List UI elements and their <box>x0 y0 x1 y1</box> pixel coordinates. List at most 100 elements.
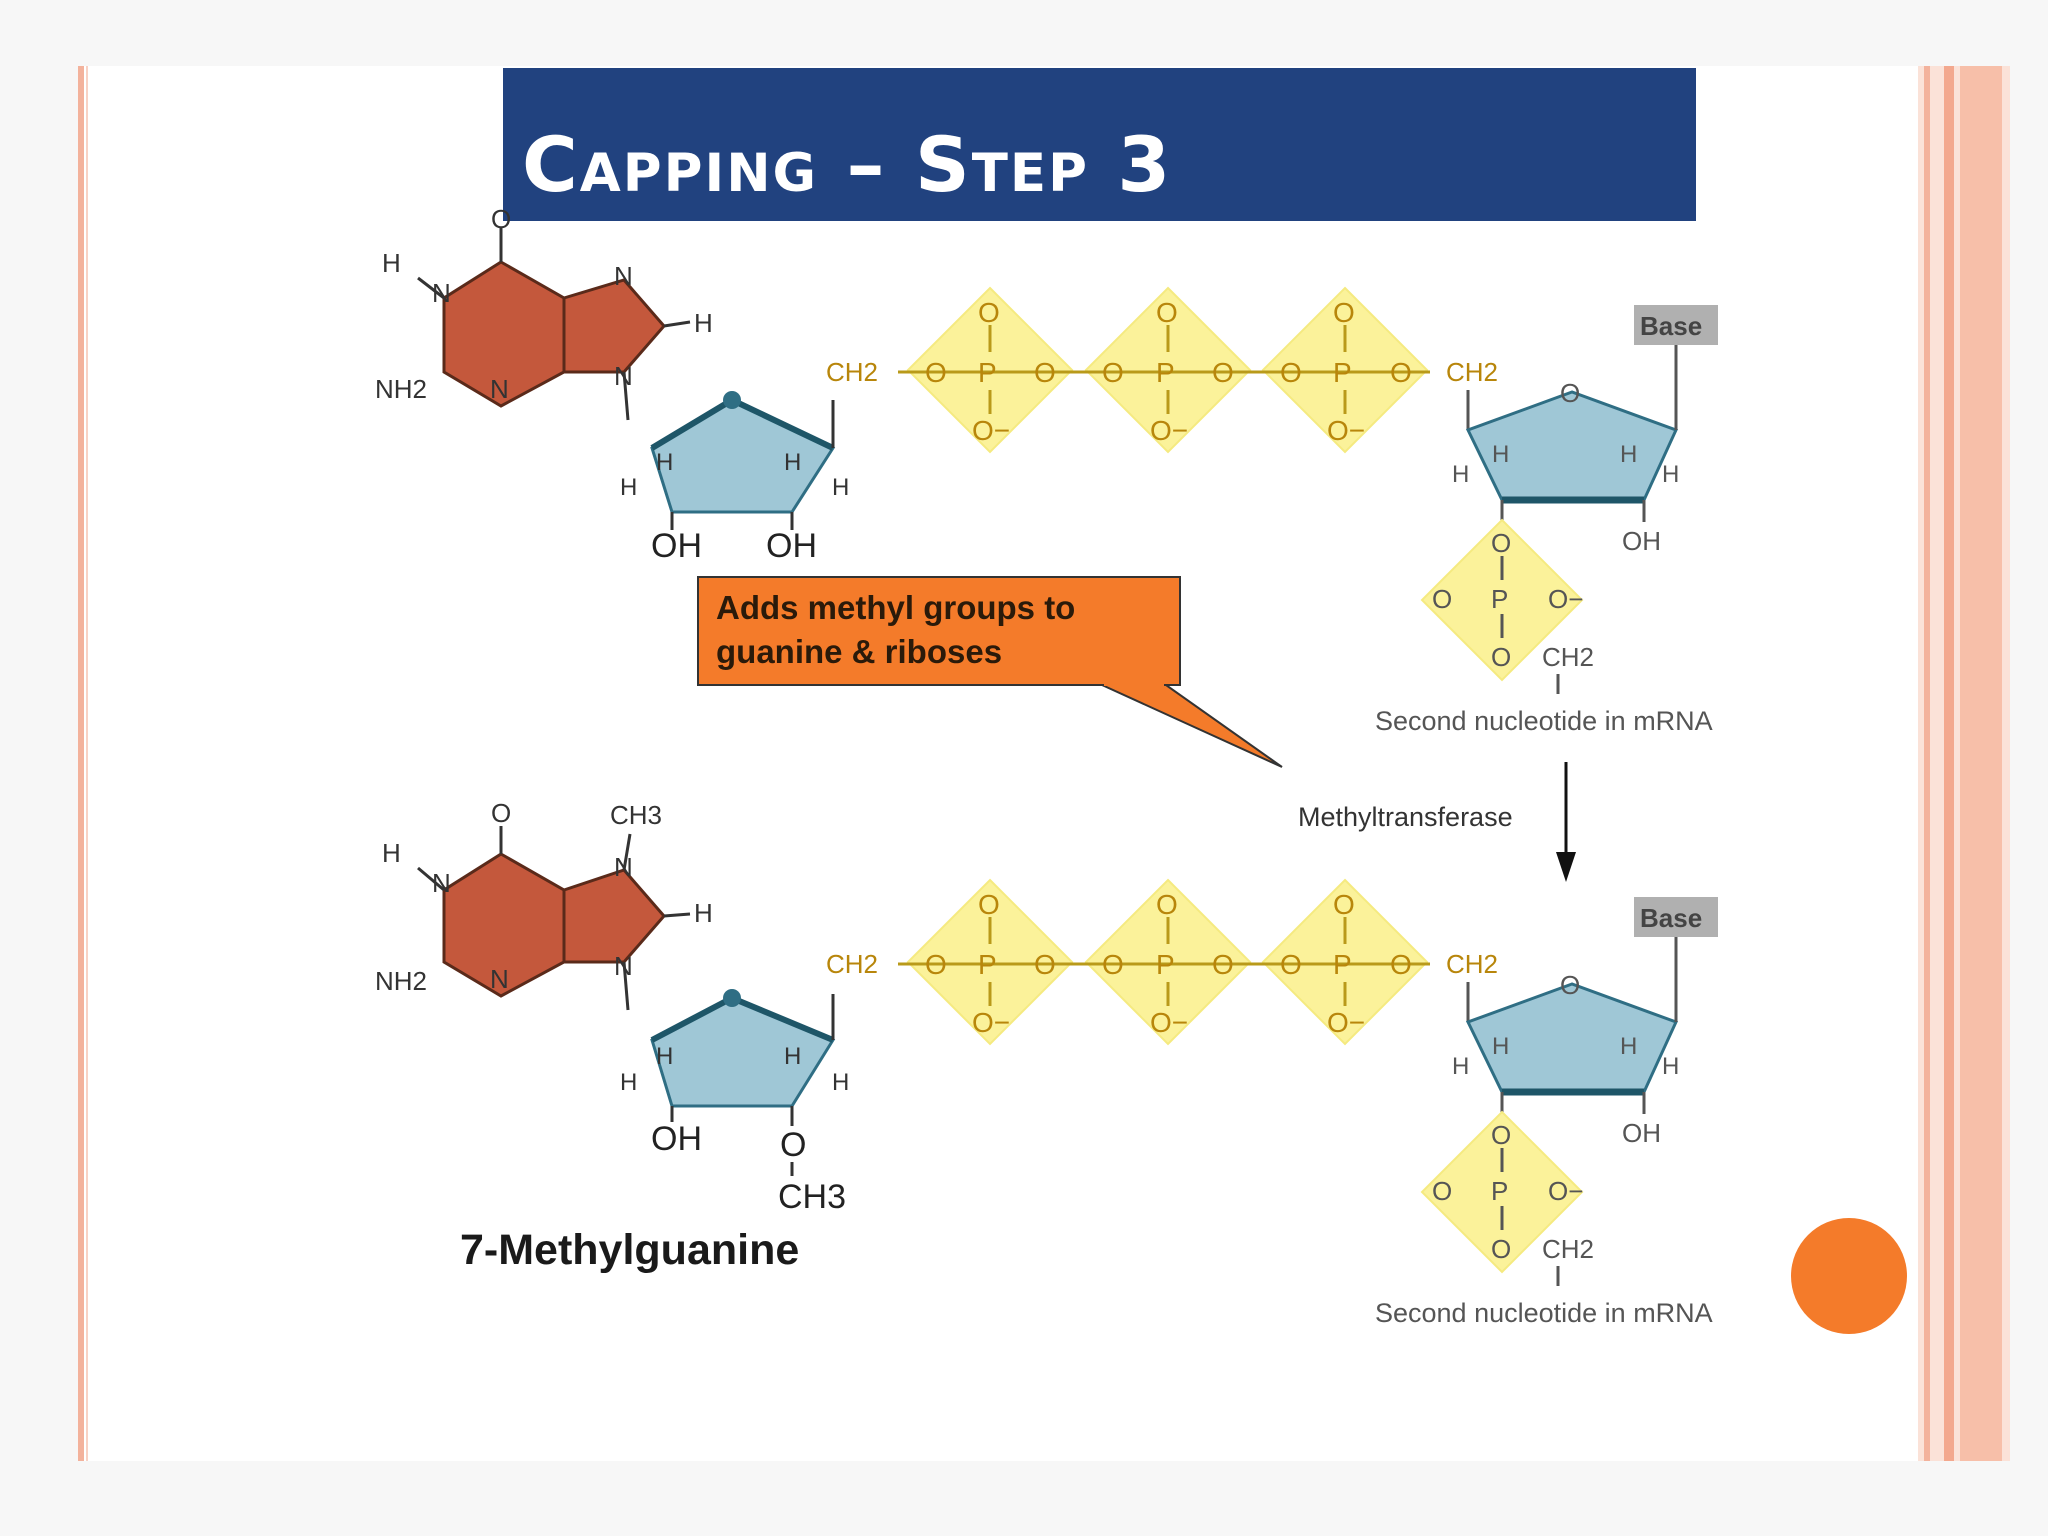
top-p1-o-top: O <box>978 297 1000 328</box>
top-ribose-h3: H <box>784 449 801 476</box>
bottom-ribose-h3: H <box>784 1043 801 1070</box>
slide-number-circle <box>1791 1218 1907 1334</box>
top-second-nucleotide: Base O H H H H OH O O P O− O CH2 Second … <box>1375 305 1718 736</box>
top-ch2-right: CH2 <box>1446 357 1498 387</box>
top-cap-ribose: H H H H OH OH <box>620 391 849 565</box>
top-p2-o-minus: O− <box>1150 415 1188 446</box>
bottom-g-ch3: CH3 <box>610 800 662 830</box>
bottom-ribose-oh: OH <box>651 1120 702 1158</box>
top-p3-o-right: O <box>1390 357 1412 388</box>
top-base-tag <box>1634 305 1718 345</box>
bottom-p3-o-left: O <box>1280 949 1302 980</box>
enzyme-label: Methyltransferase <box>1298 802 1513 832</box>
bottom-molecule: O H N NH2 N N CH3 N H H H H H OH O CH3 <box>375 798 1718 1328</box>
right-border-stripes <box>1918 66 2010 1461</box>
bottom-p3-o-top: O <box>1333 889 1355 920</box>
top-p3-o-minus: O− <box>1327 415 1365 446</box>
bottom-ribose-h1: H <box>656 1043 673 1070</box>
top-g-n9: N <box>614 361 633 391</box>
bottom-base-label: Base <box>1640 903 1702 933</box>
top-ribose-oh2: OH <box>651 527 702 565</box>
reaction-arrow: Methyltransferase <box>1298 762 1576 882</box>
bottom-p1-o-right: O <box>1034 949 1056 980</box>
top-p2-o-right: O <box>1212 357 1234 388</box>
top-guanine: O H N NH2 N N N H <box>375 204 713 421</box>
top-p3-o-top: O <box>1333 297 1355 328</box>
bottom-sn-p-o-minus: O− <box>1548 1176 1583 1206</box>
bottom-g-h8: H <box>694 898 713 928</box>
top-p1-o-left: O <box>925 357 947 388</box>
top-p2-o-left: O <box>1102 357 1124 388</box>
bottom-p2-o-right: O <box>1212 949 1234 980</box>
bottom-ribose-o: O <box>780 1126 806 1164</box>
bottom-ch2-left: CH2 <box>826 949 878 979</box>
top-sn-p: P <box>1491 584 1508 614</box>
slide-background <box>78 66 2010 1461</box>
bottom-p3-o-right: O <box>1390 949 1412 980</box>
top-p1-o-minus: O− <box>972 415 1010 446</box>
top-ribose-h4: H <box>832 474 849 501</box>
bottom-g-n9: N <box>614 951 633 981</box>
top-g-o: O <box>491 204 511 234</box>
bottom-ch2-right: CH2 <box>1446 949 1498 979</box>
top-sn-p-o-minus: O− <box>1548 584 1583 614</box>
bottom-sn-h4: H <box>1662 1053 1679 1080</box>
bottom-p3-o-minus: O− <box>1327 1007 1365 1038</box>
top-ribose-h2: H <box>620 474 637 501</box>
top-p2-o-top: O <box>1156 297 1178 328</box>
top-ch2-left: CH2 <box>826 357 878 387</box>
top-sn-h1: H <box>1492 441 1509 468</box>
bottom-sn-p: P <box>1491 1176 1508 1206</box>
bottom-g-o: O <box>491 798 511 828</box>
top-sn-label: Second nucleotide in mRNA <box>1375 706 1713 736</box>
top-sn-h2: H <box>1452 461 1469 488</box>
top-g-n1: N <box>432 278 451 308</box>
slide-title: Capping – Step 3 <box>522 120 1173 209</box>
bottom-p1-o-left: O <box>925 949 947 980</box>
bottom-sn-h2: H <box>1452 1053 1469 1080</box>
top-sn-oh: OH <box>1622 526 1661 556</box>
product-name: 7-Methylguanine <box>460 1226 799 1274</box>
bottom-g-n3: N <box>490 964 509 994</box>
top-ribose-h1: H <box>656 449 673 476</box>
bottom-g-h-left: H <box>382 838 401 868</box>
bottom-triphosphate: CH2 O O P O O− O O P O O− O O P O O− CH2 <box>826 879 1498 1045</box>
bottom-cap-ribose: H H H H OH O CH3 <box>620 989 849 1216</box>
bottom-sn-label: Second nucleotide in mRNA <box>1375 1298 1713 1328</box>
bottom-sn-p-o-bottom: O <box>1491 1234 1511 1264</box>
bottom-g-n1: N <box>432 868 451 898</box>
top-g-n3: N <box>490 374 509 404</box>
top-sn-h3: H <box>1620 441 1637 468</box>
bottom-p1-o-minus: O− <box>972 1007 1010 1038</box>
top-molecule: O H N NH2 N N N H H H H H OH OH <box>375 204 1718 736</box>
bottom-sn-p-o-top: O <box>1491 1120 1511 1150</box>
bottom-p2-o-top: O <box>1156 889 1178 920</box>
top-p3-o-left: O <box>1280 357 1302 388</box>
bottom-guanine: O H N NH2 N N CH3 N H <box>375 798 713 1011</box>
bottom-p2-o-left: O <box>1102 949 1124 980</box>
top-base-label: Base <box>1640 311 1702 341</box>
bottom-base-tag <box>1634 897 1718 937</box>
callout-text: Adds methyl groups to guanine & riboses <box>716 589 1076 670</box>
top-g-nh2: NH2 <box>375 374 427 404</box>
top-sn-p-o-left: O <box>1432 584 1452 614</box>
bottom-p1: P <box>978 949 997 980</box>
bottom-sn-oh: OH <box>1622 1118 1661 1148</box>
bottom-margin <box>0 1461 2048 1536</box>
top-triphosphate: CH2 O O P O O− O O P O O− O O P O O− CH2 <box>826 287 1498 453</box>
top-ribose-oh3: OH <box>766 527 817 565</box>
top-p3: P <box>1333 357 1352 388</box>
top-ring-o: O <box>1560 378 1580 408</box>
bottom-sn-h1: H <box>1492 1033 1509 1060</box>
bottom-p2-o-minus: O− <box>1150 1007 1188 1038</box>
top-sn-h4: H <box>1662 461 1679 488</box>
top-g-h8: H <box>694 308 713 338</box>
bottom-g-n7: N <box>614 852 633 882</box>
bottom-p2: P <box>1156 949 1175 980</box>
bottom-second-nucleotide: Base O H H H H OH O O P O− O CH2 Second … <box>1375 897 1718 1328</box>
bottom-sn-h3: H <box>1620 1033 1637 1060</box>
bottom-sn-p-o-left: O <box>1432 1176 1452 1206</box>
top-p2: P <box>1156 357 1175 388</box>
